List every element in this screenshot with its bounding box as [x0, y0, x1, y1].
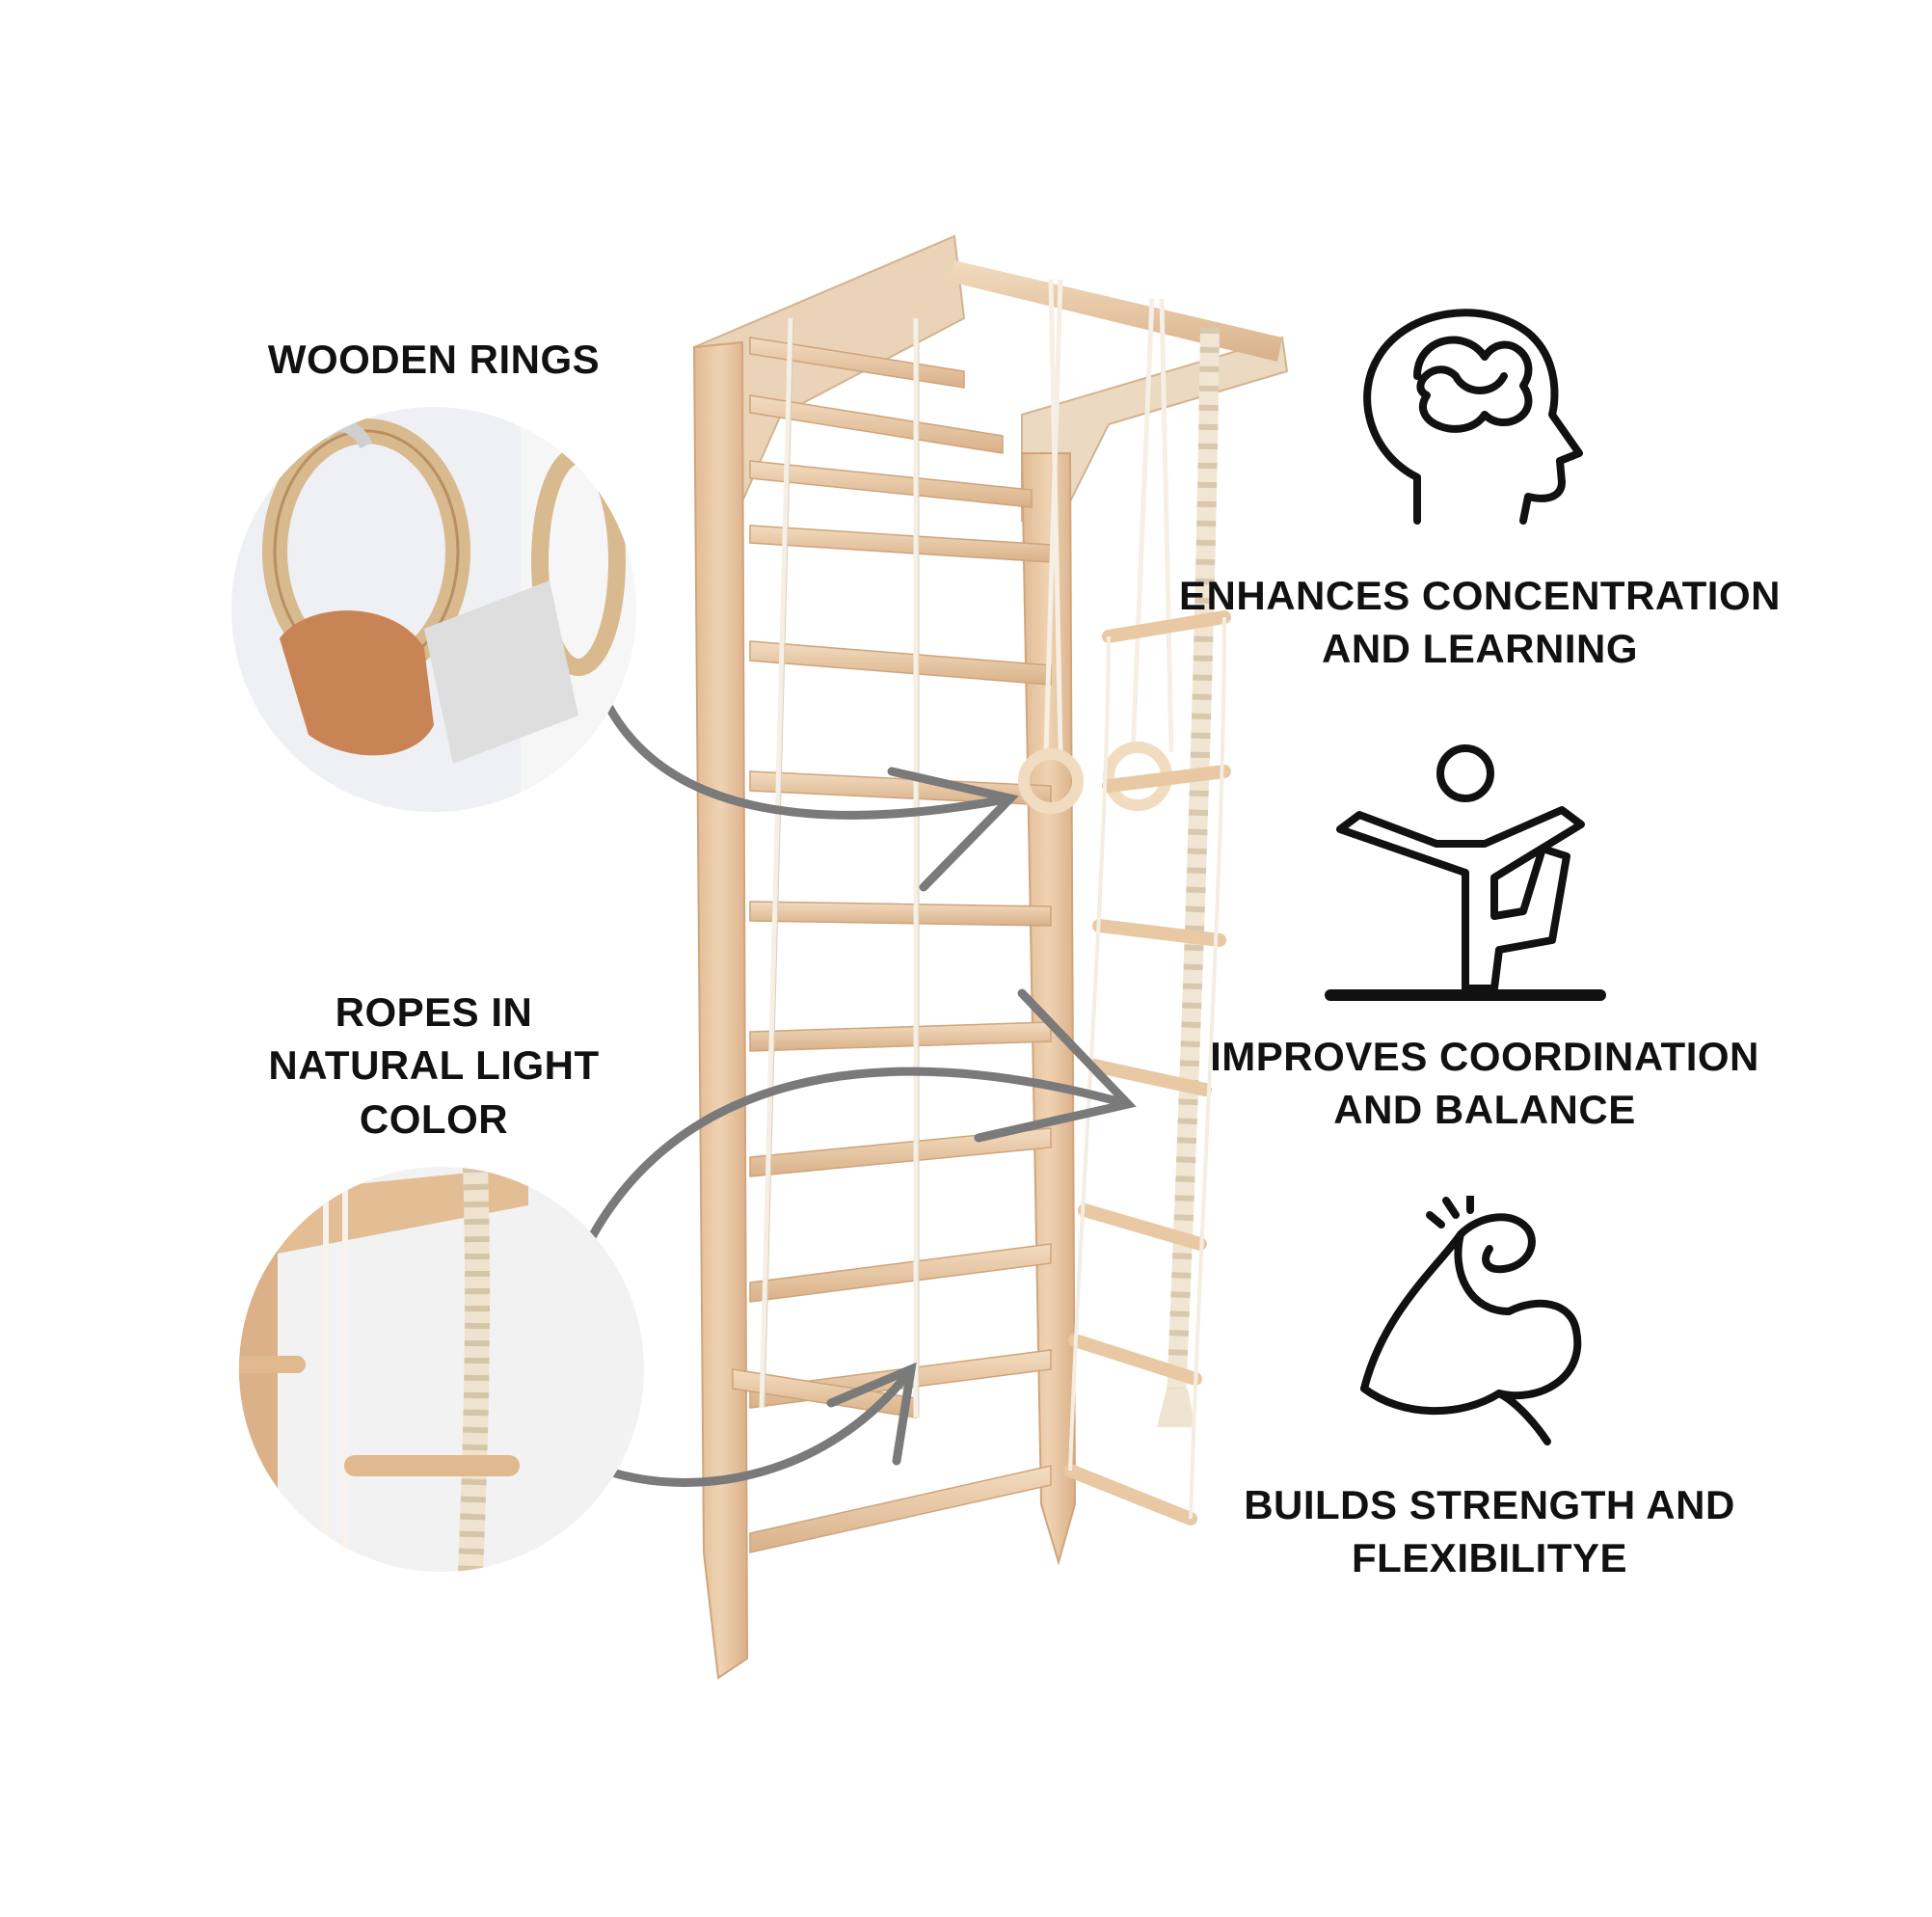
wooden-rings-photo: [231, 407, 636, 812]
wooden-rings-label: WOODEN RINGS: [267, 337, 601, 382]
balancing-person-icon: [1321, 742, 1610, 1003]
brain-head-icon: [1350, 289, 1591, 530]
benefit-strength-label: BUILDS STRENGTH AND FLEXIBILITYE: [1244, 1482, 1735, 1581]
ropes-label: ROPES IN NATURAL LIGHT COLOR: [268, 989, 600, 1142]
natural-ropes-photo: [239, 1167, 644, 1572]
flexed-arm-icon: [1345, 1196, 1600, 1451]
benefit-concentration-label: ENHANCES CONCENTRATION AND LEARNING: [1179, 573, 1781, 672]
benefit-coordination-label: IMPROVES COORDINATION AND BALANCE: [1210, 1034, 1759, 1133]
